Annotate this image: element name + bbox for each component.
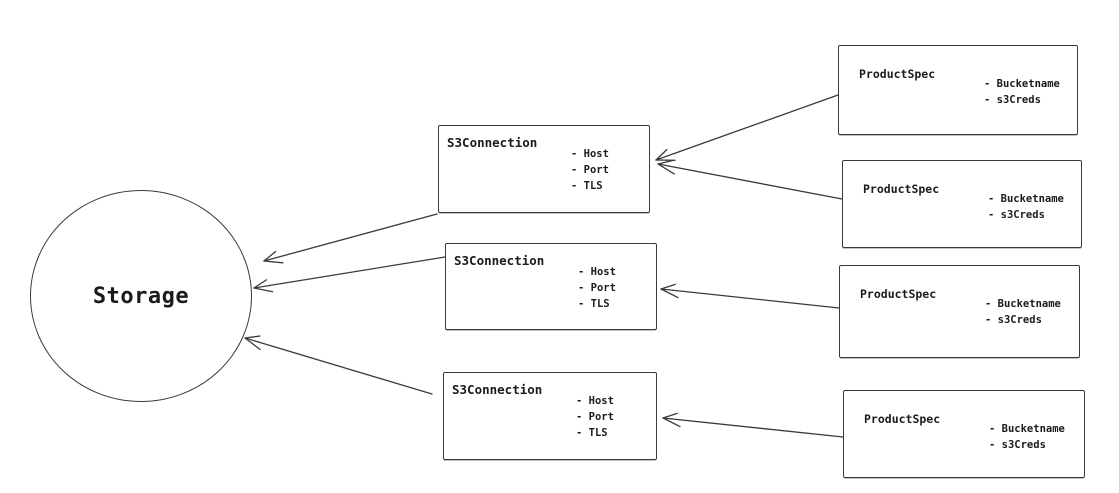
arrow-s3connection-1-to-storage[interactable]: [263, 213, 438, 264]
node-attributes: - Bucketname - s3Creds: [984, 76, 1060, 108]
attribute: - s3Creds: [985, 314, 1042, 326]
attribute: - Port: [578, 282, 616, 294]
node-title: S3Connection: [452, 382, 543, 397]
node-attributes: - Bucketname - s3Creds: [989, 421, 1065, 453]
node-title: ProductSpec: [859, 67, 936, 81]
node-s3connection-1[interactable]: S3Connection - Host - Port - TLS: [438, 125, 650, 213]
storage-label: Storage: [92, 283, 190, 309]
node-attributes: - Bucketname - s3Creds: [985, 296, 1061, 328]
node-productspec-3[interactable]: ProductSpec - Bucketname - s3Creds: [839, 265, 1080, 358]
attribute: - s3Creds: [984, 94, 1041, 106]
arrow-productspec-1-to-s3connection-1[interactable]: [655, 94, 839, 161]
node-productspec-2[interactable]: ProductSpec - Bucketname - s3Creds: [842, 160, 1082, 248]
arrow-s3connection-2-to-storage[interactable]: [253, 256, 446, 293]
node-s3connection-2[interactable]: S3Connection - Host - Port - TLS: [445, 243, 657, 330]
attribute: - Bucketname: [988, 193, 1064, 205]
node-title: ProductSpec: [860, 287, 937, 301]
node-attributes: - Host - Port - TLS: [576, 393, 614, 441]
attribute: - Bucketname: [989, 423, 1065, 435]
attribute: - s3Creds: [989, 439, 1046, 451]
attribute: - Bucketname: [985, 298, 1061, 310]
attribute: - Port: [571, 164, 609, 176]
node-attributes: - Host - Port - TLS: [571, 146, 609, 194]
arrow-productspec-3-to-s3connection-2[interactable]: [660, 283, 840, 309]
node-title: ProductSpec: [863, 182, 940, 196]
attribute: - Host: [578, 266, 616, 278]
node-attributes: - Host - Port - TLS: [578, 264, 616, 312]
attribute: - Bucketname: [984, 78, 1060, 90]
attribute: - s3Creds: [988, 209, 1045, 221]
attribute: - TLS: [578, 298, 610, 310]
arrow-productspec-4-to-s3connection-3[interactable]: [662, 412, 844, 438]
attribute: - TLS: [571, 180, 603, 192]
node-title: S3Connection: [447, 135, 538, 150]
attribute: - Port: [576, 411, 614, 423]
node-productspec-1[interactable]: ProductSpec - Bucketname - s3Creds: [838, 45, 1078, 135]
attribute: - Host: [571, 148, 609, 160]
node-storage[interactable]: Storage: [30, 190, 252, 402]
node-title: ProductSpec: [864, 412, 941, 426]
attribute: - Host: [576, 395, 614, 407]
attribute: - TLS: [576, 427, 608, 439]
node-title: S3Connection: [454, 253, 545, 268]
node-productspec-4[interactable]: ProductSpec - Bucketname - s3Creds: [843, 390, 1085, 478]
node-attributes: - Bucketname - s3Creds: [988, 191, 1064, 223]
arrow-productspec-2-to-s3connection-1[interactable]: [657, 159, 843, 200]
node-s3connection-3[interactable]: S3Connection - Host - Port - TLS: [443, 372, 657, 460]
arrow-s3connection-3-to-storage[interactable]: [244, 335, 433, 395]
